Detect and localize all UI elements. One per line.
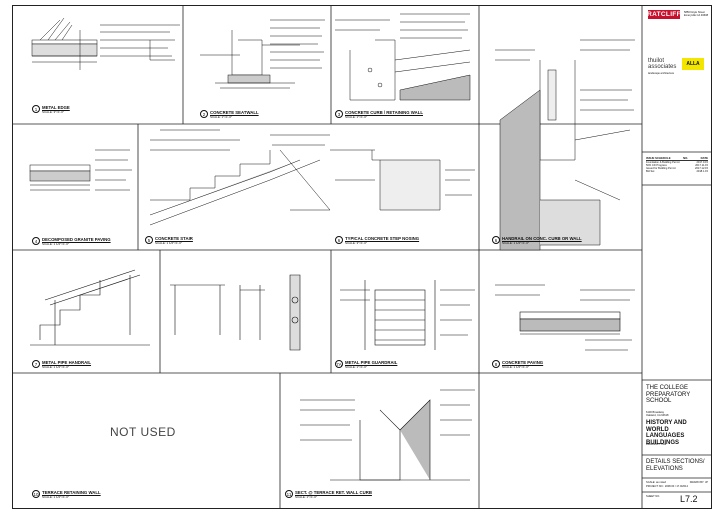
issue-header-no: NO.: [683, 156, 689, 160]
detail-scale: SCALE: 1"=1'-0": [295, 495, 317, 499]
detail-scale: SCALE: 1"=1'-0": [210, 115, 232, 119]
drawn-by: DRAWN BY: JP: [689, 481, 708, 484]
project-address: 6100 Broadway Oakland, CA 94618: [646, 411, 669, 417]
detail-number: 1: [32, 105, 40, 113]
detail-name: METAL PIPE HANDRAIL: [42, 360, 92, 365]
detail-name: TYPICAL CONCRETE STEP NOSING: [345, 236, 420, 241]
detail-name: CONCRETE PAVING: [502, 360, 544, 365]
detail-name: DECOMPOSED GRANITE PAVING: [42, 237, 111, 242]
issue-schedule: ISSUE SCHEDULE NO. DATE Foundation & Bui…: [646, 156, 708, 173]
detail-scale: SCALE: 1 1/2"=1'-0": [42, 495, 69, 499]
drawing-title-label: DRAWING TITLE: [646, 443, 667, 446]
scale-row: SCALE: as noted DRAWN BY: JP: [646, 481, 708, 484]
detail-number: 4: [32, 237, 40, 245]
detail-number: 6: [492, 236, 500, 244]
sheet-no-label: SHEET NO.: [646, 495, 660, 498]
not-used-label: NOT USED: [110, 425, 176, 439]
detail-scale: SCALE: 1 1/2"=1'-0": [155, 241, 182, 245]
detail-number: 5: [145, 236, 153, 244]
project-number: PROJECT NO.: 2008.00 / 17.0/2014: [646, 485, 688, 488]
alla-logo: ALLA: [682, 58, 704, 70]
issue-header-date: DATE: [700, 156, 708, 160]
detail-name: SECT. @ TERRACE RET. WALL CURB: [295, 490, 372, 495]
detail-number: 7A: [335, 360, 343, 368]
sheet-number: L7.2: [680, 494, 698, 504]
scale-text: SCALE: as noted: [646, 481, 666, 484]
detail-scale: SCALE: 1"=1'-0": [345, 115, 367, 119]
detail-number: 11: [285, 490, 293, 498]
detail-number: 6: [335, 236, 343, 244]
drawing-sheet: [12, 5, 712, 509]
partner-name: thuilot associates: [648, 58, 677, 70]
building-name: HISTORY AND WORLD LANGUAGES BUILDINGS: [646, 420, 687, 446]
detail-number: 8: [492, 360, 500, 368]
detail-number: 3: [335, 110, 343, 118]
project-name: THE COLLEGE PREPARATORY SCHOOL: [646, 385, 691, 404]
detail-name: TERRACE RETAINING WALL: [42, 490, 101, 495]
detail-scale: SCALE: 3"=1'-0": [345, 241, 367, 245]
detail-name: METAL EDGE: [42, 105, 70, 110]
detail-number: 10: [32, 490, 40, 498]
detail-scale: SCALE: 1 1/2"=1'-0": [42, 242, 69, 246]
detail-scale: SCALE: 1 1/2"=1'-0": [502, 365, 529, 369]
detail-scale: SCALE: 1 1/2"=1'-0": [502, 241, 529, 245]
detail-number: 2: [200, 110, 208, 118]
detail-name: CONCRETE CURB / RETAINING WALL: [345, 110, 423, 115]
detail-name: METAL PIPE GUARDRAIL: [345, 360, 398, 365]
firm-address: 5856 Doyle Street Emeryville CA 94608: [684, 11, 709, 17]
drawing-title: DETAILS SECTIONS/ ELEVATIONS: [646, 459, 705, 472]
detail-scale: SCALE: 1"=1'-0": [345, 365, 367, 369]
partner-subtitle: landscape architecture: [648, 72, 675, 75]
detail-name: HANDRAIL ON CONC. CURB OR WALL: [502, 236, 582, 241]
detail-name: CONCRETE STAIR: [155, 236, 193, 241]
detail-scale: SCALE: 3"=1'-0": [42, 110, 64, 114]
firm-logo: RATCLIFF: [647, 10, 681, 19]
detail-scale: SCALE: 1 1/2"=1'-0": [42, 365, 69, 369]
issue-header-label: ISSUE SCHEDULE: [646, 156, 671, 160]
detail-name: CONCRETE SEATWALL: [210, 110, 259, 115]
detail-number: 7: [32, 360, 40, 368]
